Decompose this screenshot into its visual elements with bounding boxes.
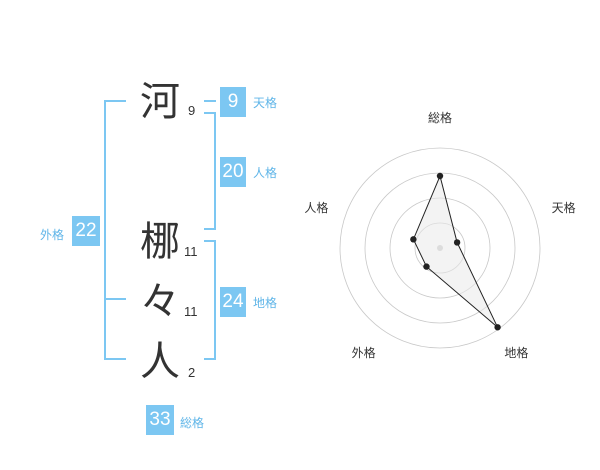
name-char-1: 河 — [140, 79, 180, 125]
name-char-3: 々 — [140, 279, 180, 325]
radar-point-4 — [423, 263, 430, 270]
radar-point-1 — [436, 172, 444, 180]
stroke-count-2: 11 — [184, 244, 198, 259]
radar-area — [412, 174, 499, 328]
radar-points — [410, 172, 501, 331]
radar-label-3: 地格 — [504, 345, 528, 360]
stroke-count-4: 2 — [188, 365, 196, 380]
jinkaku-bracket — [204, 112, 216, 230]
gaikaku-badge: 22 — [72, 216, 100, 246]
soukaku-label: 総格 — [180, 416, 205, 430]
soukaku-badge: 33 — [146, 405, 174, 435]
gaikaku-bracket — [104, 100, 126, 360]
stroke-count-3: 11 — [184, 304, 198, 319]
gaikaku-bracket-mid — [104, 298, 126, 300]
gaikaku-label: 外格 — [40, 228, 65, 242]
chikaku-bracket — [204, 240, 216, 360]
stroke-count-1: 9 — [188, 103, 196, 118]
tenkaku-bracket — [204, 100, 216, 102]
name-char-4: 人 — [140, 339, 180, 385]
radar-label-1: 総格 — [428, 110, 452, 125]
jinkaku-label: 人格 — [253, 166, 278, 180]
radar-point-3 — [494, 324, 501, 331]
jinkaku-badge: 20 — [220, 157, 246, 187]
radar-ring — [339, 147, 541, 349]
chikaku-label: 地格 — [253, 296, 278, 310]
radar-label-2: 天格 — [552, 200, 576, 215]
tenkaku-label: 天格 — [253, 96, 278, 110]
name-char-2: 梛 — [140, 219, 180, 265]
chikaku-badge: 24 — [220, 287, 246, 317]
radar-label-5: 人格 — [304, 200, 328, 215]
radar-point-2 — [453, 239, 461, 246]
radar-label-4: 外格 — [352, 345, 376, 360]
radar-point-5 — [410, 236, 417, 243]
tenkaku-badge: 9 — [220, 87, 246, 117]
